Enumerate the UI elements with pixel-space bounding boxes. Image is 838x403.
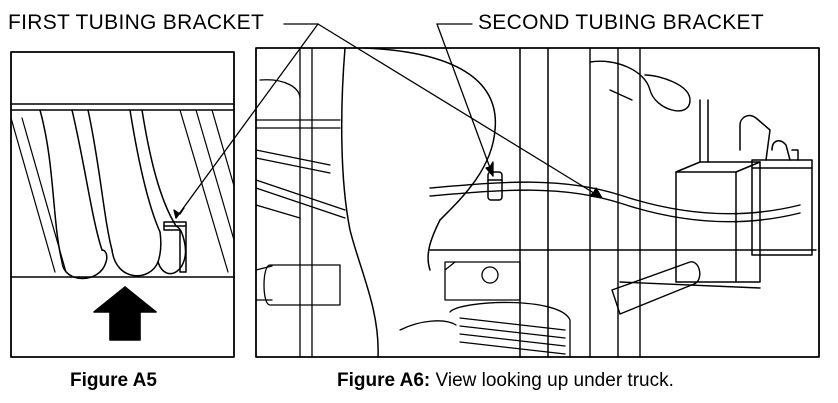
first-tubing-bracket-label: FIRST TUBING BRACKET bbox=[8, 11, 265, 34]
mount-plate bbox=[444, 261, 521, 301]
right-frame bbox=[589, 47, 701, 358]
figure-a5-caption: Figure A5 bbox=[70, 370, 157, 391]
upward-arrow-icon bbox=[93, 286, 157, 341]
brake-valve-block bbox=[675, 99, 813, 283]
axle-coil bbox=[399, 301, 571, 358]
drive-shaft bbox=[519, 47, 549, 358]
figure-a6-caption-label: Figure A6: bbox=[337, 370, 431, 391]
second-tubing-bracket bbox=[487, 171, 503, 201]
truck-frame bbox=[255, 47, 346, 358]
figure-a6-caption-text: View looking up under truck. bbox=[430, 370, 674, 391]
frame-rail bbox=[340, 47, 497, 358]
second-tubing-bracket-label: SECOND TUBING BRACKET bbox=[478, 11, 764, 34]
figure-a5-panel bbox=[10, 51, 235, 358]
tubing bbox=[39, 109, 187, 280]
first-tubing-bracket bbox=[163, 221, 187, 273]
figure-a6-panel bbox=[255, 47, 820, 358]
callout-leader-lines bbox=[173, 23, 603, 219]
figure-a6-caption: Figure A6: View looking up under truck. bbox=[337, 370, 674, 392]
frame-diagonal-lines bbox=[10, 109, 235, 273]
